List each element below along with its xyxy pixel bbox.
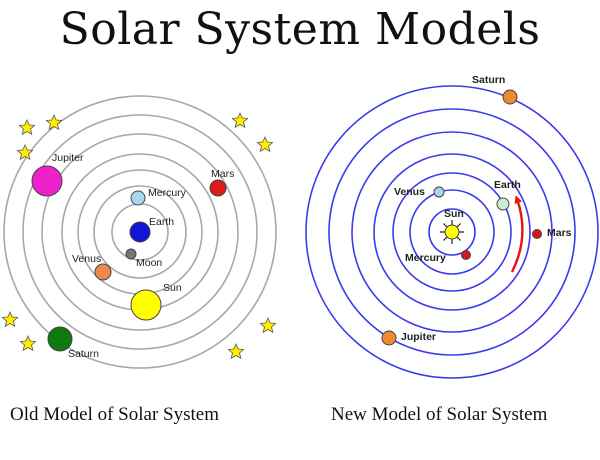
new-label-earth: Earth: [494, 179, 521, 191]
star-icon: [16, 144, 34, 161]
new-jupiter: [381, 330, 397, 346]
new-orbit-1: [428, 208, 476, 256]
star-icon: [18, 119, 36, 136]
star-icon: [227, 343, 245, 360]
new-bodies: [381, 89, 542, 346]
new-saturn: [502, 89, 518, 105]
earth-motion-arrow: [510, 195, 524, 273]
old-orbit-2: [93, 185, 187, 279]
new-label-venus: Venus: [394, 186, 425, 198]
old-sun: [130, 289, 162, 321]
star-icon: [1, 311, 19, 328]
new-mercury: [461, 250, 471, 260]
diagram-title: Solar System Models: [59, 4, 541, 55]
old-orbit-5: [41, 133, 239, 331]
old-venus: [94, 263, 112, 281]
new-orbit-4: [373, 153, 531, 311]
old-orbits: [3, 95, 277, 369]
old-label-saturn: Saturn: [68, 348, 99, 360]
star-icon: [256, 136, 274, 153]
old-label-venus: Venus: [72, 253, 101, 265]
new-orbit-3: [392, 172, 512, 292]
new-orbit-6: [328, 108, 576, 356]
old-jupiter: [31, 165, 63, 197]
new-model-caption: New Model of Solar System: [331, 404, 548, 425]
old-saturn: [47, 326, 73, 352]
old-orbit-7: [3, 95, 277, 369]
old-model: Jupiter Mercury Earth Mars Venus Moon Su…: [1, 95, 277, 369]
sun-icon: [440, 220, 464, 244]
old-label-jupiter: Jupiter: [52, 152, 84, 164]
old-labels: Jupiter Mercury Earth Mars Venus Moon Su…: [52, 152, 234, 360]
new-label-saturn: Saturn: [472, 74, 505, 86]
new-venus: [433, 186, 445, 198]
new-mars: [532, 229, 542, 239]
star-icon: [259, 317, 277, 334]
old-model-caption: Old Model of Solar System: [10, 404, 219, 425]
new-label-sun: Sun: [444, 208, 464, 220]
new-labels: Sun Mercury Venus Earth Mars Jupiter Sat…: [394, 74, 572, 343]
new-earth: [496, 197, 510, 211]
old-earth: [129, 221, 151, 243]
old-bodies: [31, 165, 227, 352]
new-label-mercury: Mercury: [405, 252, 446, 264]
new-orbits: [305, 85, 599, 379]
new-orbit-7: [305, 85, 599, 379]
old-label-mars: Mars: [211, 168, 234, 180]
new-model: Sun Mercury Venus Earth Mars Jupiter Sat…: [305, 74, 599, 379]
stars: [1, 112, 277, 360]
star-icon: [231, 112, 249, 129]
star-icon: [45, 114, 63, 131]
old-label-sun: Sun: [163, 282, 182, 294]
old-label-mercury: Mercury: [148, 187, 187, 199]
old-moon: [125, 248, 137, 260]
new-orbit-5: [351, 131, 553, 333]
old-mercury: [130, 190, 146, 206]
new-orbit-2: [409, 189, 495, 275]
new-label-mars: Mars: [547, 227, 572, 239]
old-label-earth: Earth: [149, 216, 174, 228]
old-label-moon: Moon: [136, 257, 162, 269]
star-icon: [19, 335, 37, 352]
old-mars: [209, 179, 227, 197]
new-label-jupiter: Jupiter: [401, 331, 436, 343]
old-orbit-6: [22, 114, 258, 350]
